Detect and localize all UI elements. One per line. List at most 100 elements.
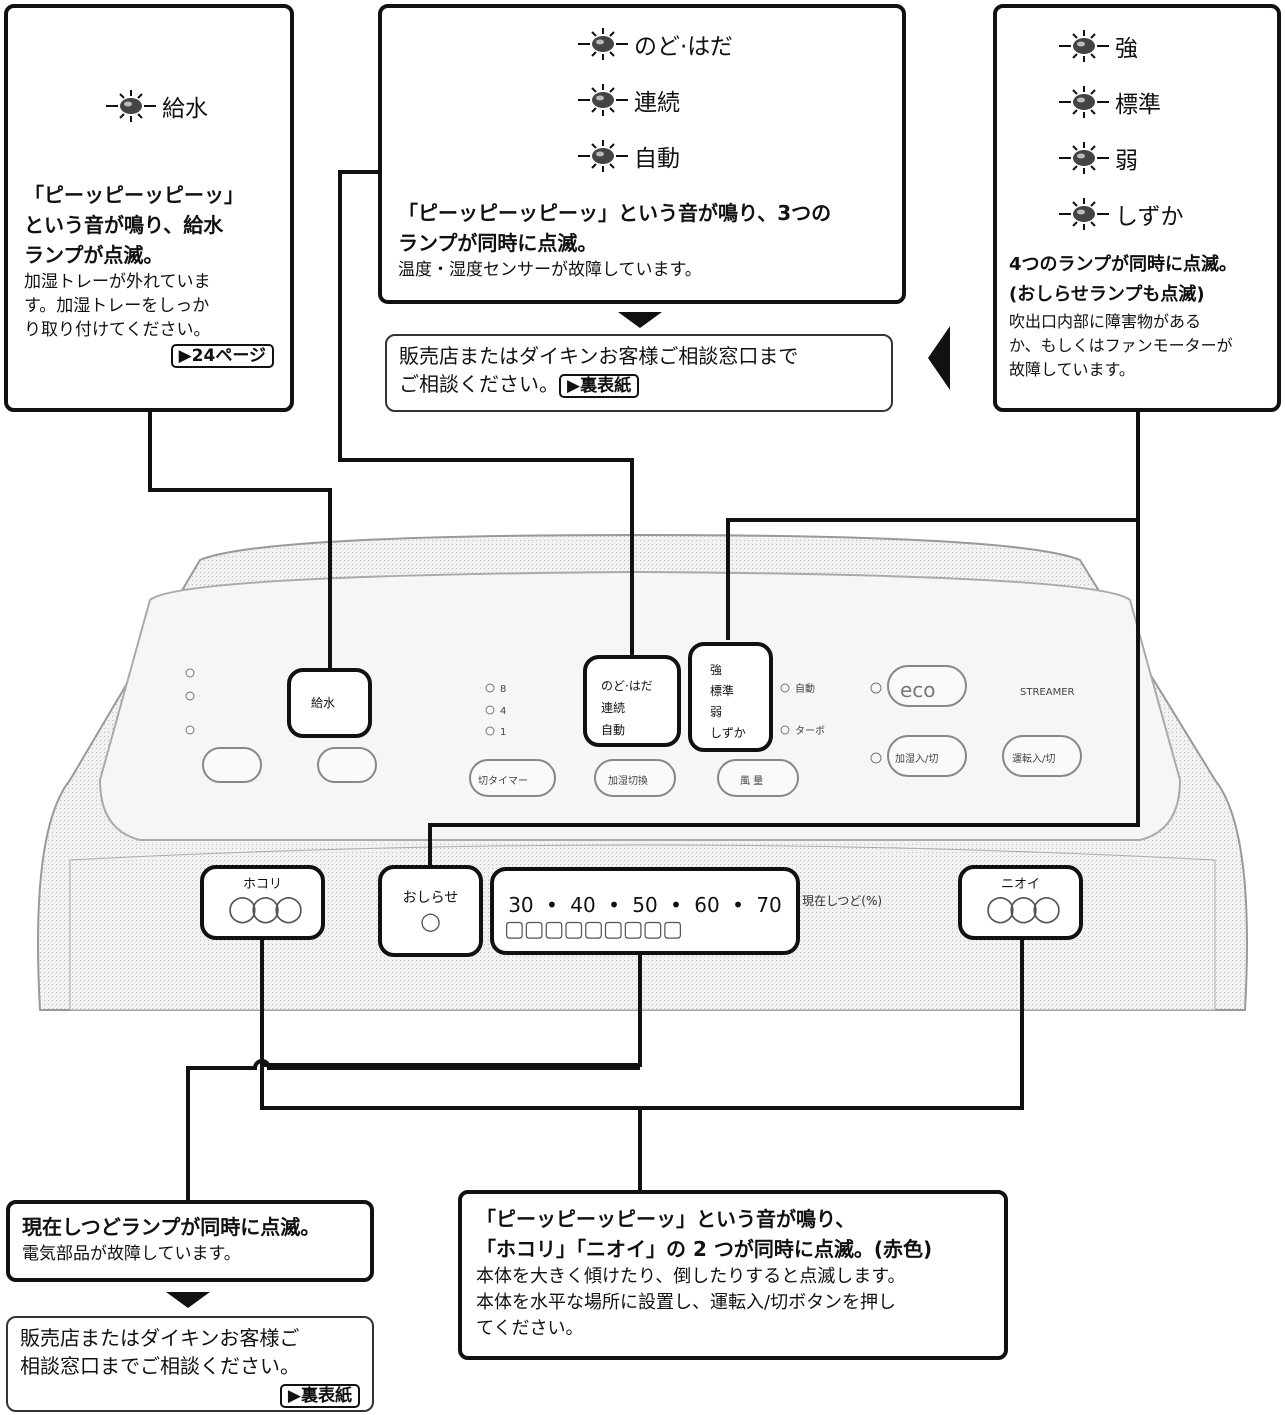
dust-label: ホコリ bbox=[242, 877, 282, 892]
sensor-callout: のど·はだ 連続 自動 「ピーッピーッピーッ」という音が鳴り、3つの ランプが同… bbox=[378, 4, 906, 304]
mode-lamp-throat: のど·はだ bbox=[601, 679, 653, 693]
humidity-60: 60 bbox=[694, 893, 720, 917]
fan-volume-label: 風 量 bbox=[740, 775, 763, 787]
fan-lamp-row-4: しずか bbox=[1057, 186, 1265, 242]
streamer-label: STREAMER bbox=[1020, 687, 1075, 698]
humidity-lamps-highlight: 30• 40• 50• 60• 70 ▢▢▢▢▢▢▢▢▢ bbox=[490, 867, 800, 955]
fan-lamp-weak: 弱 bbox=[710, 705, 723, 719]
humidity-lamps-callout: 現在しつどランプが同時に点滅。 電気部品が故障しています。 bbox=[6, 1200, 374, 1282]
fan-lamp-row-2: 標準 bbox=[1057, 74, 1265, 130]
panel-lamp-labels bbox=[185, 668, 882, 764]
tilt-body-line-3: てください。 bbox=[476, 1318, 584, 1339]
arrow-left-icon bbox=[928, 326, 950, 390]
arrow-down-icon bbox=[618, 312, 662, 328]
mode-lamps-highlight: のど·はだ 連続 自動 bbox=[583, 655, 681, 747]
fan-body: 吹出口内部に障害物がある か、もしくはファンモーターが 故障しています。 bbox=[1009, 310, 1265, 382]
humidify-onoff-label: 加湿入/切 bbox=[895, 753, 938, 765]
water-body-line-3: り取り付けてください。 bbox=[24, 320, 211, 340]
sensor-back-cover-ref[interactable]: ▶裏表紙 bbox=[559, 374, 640, 398]
sensor-contact-line-2: ご相談ください。 bbox=[399, 372, 559, 396]
fan-headline-line-2: (おしらせランプも点滅) bbox=[1009, 284, 1205, 305]
sensor-lamp-row-2: 連続 bbox=[576, 72, 886, 128]
blinking-lamp-icon bbox=[578, 140, 628, 172]
fan-headline-line-1: 4つのランプが同時に点滅。 bbox=[1009, 254, 1237, 275]
sensor-body: 温度・湿度センサーが故障しています。 bbox=[398, 260, 702, 280]
sensor-headline-line-1: 「ピーッピーッピーッ」という音が鳴り、3つの bbox=[398, 201, 832, 225]
odor-label: ニオイ bbox=[1000, 877, 1040, 892]
humidity-back-cover-ref[interactable]: ▶裏表紙 bbox=[279, 1384, 360, 1408]
odor-lamps-icon: ◯◯◯ bbox=[985, 894, 1061, 924]
tilt-body-line-1: 本体を大きく傾けたり、倒したりすると点滅します。 bbox=[476, 1266, 906, 1287]
sensor-lamp-name-2: 連続 bbox=[634, 90, 680, 116]
fan-lamp-standard: 標準 bbox=[710, 684, 735, 698]
side-label-turbo: ターボ bbox=[795, 725, 825, 737]
water-headline: 「ピーッピーッピーッ」 という音が鳴り、給水 ランプが点滅。 bbox=[24, 180, 274, 270]
tilt-callout: 「ピーッピーッピーッ」という音が鳴り、 「ホコリ」「ニオイ」の 2 つが同時に点… bbox=[458, 1190, 1008, 1360]
mode-lamp-auto: 自動 bbox=[601, 723, 626, 737]
humidify-switch-button bbox=[594, 759, 676, 797]
blinking-lamp-icon bbox=[1059, 86, 1109, 118]
water-body-line-2: す。加湿トレーをしっか bbox=[24, 296, 210, 316]
fan-lamp-name-2: 標準 bbox=[1115, 92, 1161, 118]
sensor-lamp-name-3: 自動 bbox=[634, 146, 680, 172]
water-lamp-callout: 給水 「ピーッピーッピーッ」 という音が鳴り、給水 ランプが点滅。 加湿トレーが… bbox=[4, 4, 294, 412]
side-label-auto: 自動 bbox=[795, 682, 815, 695]
dust-lamps-icon: ◯◯◯ bbox=[227, 894, 303, 924]
blinking-lamp-icon bbox=[1059, 142, 1109, 174]
blinking-lamp-icon bbox=[106, 90, 156, 122]
humidity-contact-box: 販売店またはダイキンお客様ご 相談窓口までご相談ください。 ▶裏表紙 bbox=[6, 1316, 374, 1412]
humidity-40: 40 bbox=[570, 893, 596, 917]
tilt-headline-line-1: 「ピーッピーッピーッ」という音が鳴り、 bbox=[476, 1207, 856, 1231]
humidity-headline: 現在しつどランプが同時に点滅。 bbox=[22, 1215, 321, 1239]
timer-label-8: 8 bbox=[500, 684, 506, 695]
timer-label-1: 1 bbox=[500, 727, 506, 738]
arrow-down-icon bbox=[166, 1292, 210, 1308]
eco-label: eco bbox=[900, 678, 936, 702]
fan-lamp-name-3: 弱 bbox=[1115, 148, 1138, 174]
fan-headline: 4つのランプが同時に点滅。 (おしらせランプも点滅) bbox=[1009, 250, 1265, 310]
panel-button-left-1 bbox=[202, 747, 262, 783]
notice-lamp-icon: ○ bbox=[420, 907, 441, 935]
sensor-lamp-name-1: のど·はだ bbox=[634, 34, 733, 60]
humidity-contact-line-2: 相談窓口までご相談ください。 bbox=[20, 1354, 300, 1378]
water-page-ref[interactable]: ▶24ページ bbox=[170, 344, 274, 368]
fan-lamp-name-4: しずか bbox=[1115, 204, 1184, 230]
water-lamp-highlight: 給水 bbox=[287, 668, 372, 738]
sensor-contact-box: 販売店またはダイキンお客様ご相談窓口まで ご相談ください。▶裏表紙 bbox=[385, 334, 893, 412]
water-headline-line-2: という音が鳴り、給水 bbox=[24, 213, 224, 237]
notice-lamp-highlight: おしらせ ○ bbox=[378, 865, 483, 957]
off-timer-button bbox=[469, 759, 556, 797]
odor-lamps-highlight: ニオイ ◯◯◯ bbox=[958, 865, 1083, 940]
panel-buttons bbox=[202, 665, 1082, 797]
humidify-onoff-button bbox=[887, 735, 967, 777]
blinking-lamp-icon bbox=[578, 28, 628, 60]
timer-label-4: 4 bbox=[500, 706, 506, 717]
fan-volume-button bbox=[717, 759, 799, 797]
fan-lamps: 強 標準 弱 しずか bbox=[1057, 18, 1265, 242]
humidity-30: 30 bbox=[508, 893, 534, 917]
off-timer-label: 切タイマー bbox=[478, 775, 528, 787]
humidity-50: 50 bbox=[632, 893, 658, 917]
fan-body-line-2: か、もしくはファンモーターが bbox=[1009, 336, 1233, 355]
eco-button bbox=[887, 665, 967, 707]
mode-lamp-continuous: 連続 bbox=[601, 701, 626, 715]
connector-lines bbox=[148, 170, 1140, 1200]
water-headline-line-1: 「ピーッピーッピーッ」 bbox=[24, 183, 244, 207]
humidity-body: 電気部品が故障しています。 bbox=[22, 1244, 241, 1264]
dust-lamps-highlight: ホコリ ◯◯◯ bbox=[200, 865, 325, 940]
water-lamp-label: 給水 bbox=[311, 696, 336, 710]
blinking-lamp-icon bbox=[578, 84, 628, 116]
fan-lamp-name-1: 強 bbox=[1115, 36, 1138, 62]
power-button bbox=[1002, 735, 1082, 777]
humidity-lamps-icon: ▢▢▢▢▢▢▢▢▢ bbox=[504, 917, 683, 942]
tilt-body: 本体を大きく傾けたり、倒したりすると点滅します。 本体を水平な場所に設置し、運転… bbox=[476, 1264, 990, 1342]
blinking-lamp-icon bbox=[1059, 30, 1109, 62]
humidity-70: 70 bbox=[756, 893, 782, 917]
fan-lamp-quiet: しずか bbox=[710, 726, 746, 740]
sensor-headline: 「ピーッピーッピーッ」という音が鳴り、3つの ランプが同時に点滅。 bbox=[398, 198, 886, 258]
notice-label: おしらせ bbox=[402, 890, 459, 906]
humidify-switch-label: 加湿切換 bbox=[608, 775, 648, 787]
water-lamp-name: 給水 bbox=[162, 96, 208, 122]
water-headline-line-3: ランプが点滅。 bbox=[24, 243, 164, 267]
fan-lamps-highlight: 強 標準 弱 しずか bbox=[688, 642, 773, 752]
